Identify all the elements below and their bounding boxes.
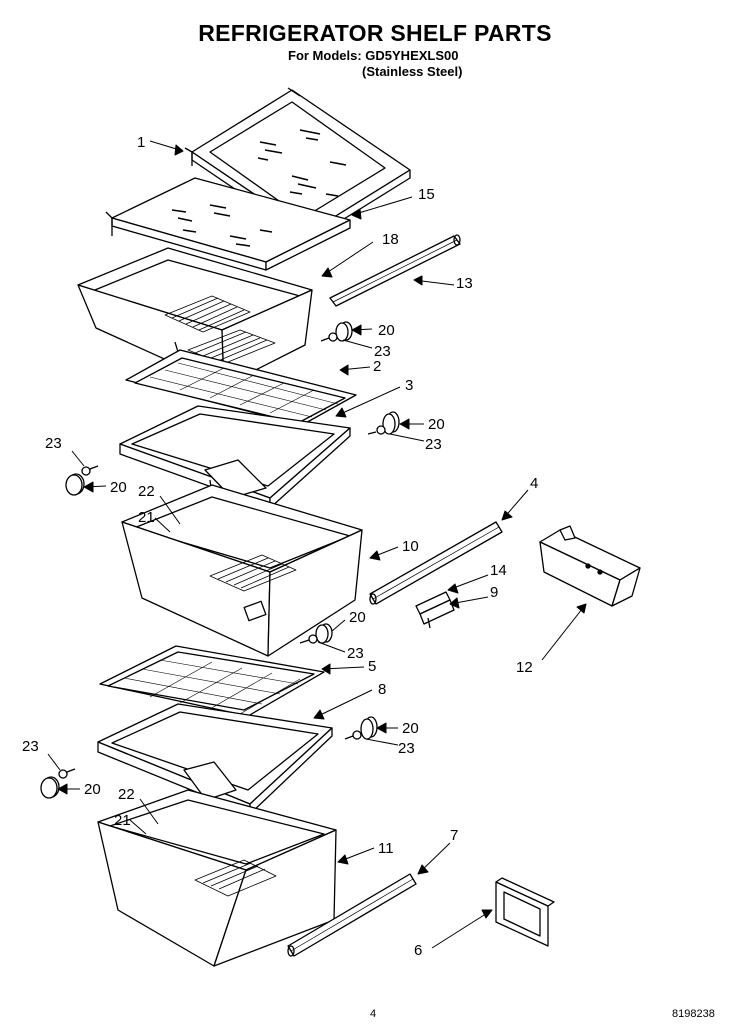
callout-23: 23: [374, 343, 391, 360]
slide-hardware-upper-right: [320, 321, 353, 342]
callout-11: 11: [378, 840, 394, 857]
slide-hardware-upper-left: [65, 465, 99, 496]
callout-21: 21: [114, 812, 131, 829]
trim-bar-part-7: [287, 873, 417, 957]
callout-8: 8: [378, 681, 386, 698]
callout-22: 22: [138, 483, 155, 500]
callout-23: 23: [45, 435, 62, 452]
callout-15: 15: [418, 186, 435, 203]
callout-20: 20: [402, 720, 419, 737]
callout-4: 4: [530, 475, 538, 492]
slide-hardware-lower-left: [40, 768, 76, 799]
callout-23: 23: [347, 645, 364, 662]
crisper-cover-insert-part-5: [99, 645, 325, 717]
page-number: 4: [370, 1008, 377, 1020]
cover-plate-part-6: [495, 877, 555, 947]
callout-20: 20: [84, 781, 101, 798]
door-bin-part-12: [539, 525, 641, 607]
document-number: 8198238: [672, 1008, 715, 1020]
crisper-pan-part-11: [97, 789, 337, 967]
callout-22: 22: [118, 786, 135, 803]
callout-23: 23: [425, 436, 442, 453]
models-line: For Models: GD5YHEXLS00: [288, 48, 459, 63]
bracket-parts-14-9: [415, 591, 455, 629]
crisper-cover-insert-part-2: [125, 349, 357, 426]
callout-20: 20: [378, 322, 395, 339]
callout-13: 13: [456, 275, 473, 292]
callout-21: 21: [138, 509, 155, 526]
trim-bar-part-13: [329, 234, 461, 307]
callout-1: 1: [137, 134, 145, 151]
callout-20: 20: [428, 416, 445, 433]
callout-23: 23: [398, 740, 415, 757]
glass-shelf-part-15: [105, 177, 351, 271]
callout-7: 7: [450, 827, 458, 844]
crisper-pan-part-10: [121, 484, 363, 657]
callout-2: 2: [373, 358, 381, 375]
finish-line: (Stainless Steel): [362, 64, 463, 79]
trim-bar-part-4: [369, 521, 503, 605]
callout-6: 6: [414, 942, 422, 959]
callout-12: 12: [516, 659, 533, 676]
leader-lines: [47, 140, 587, 949]
callout-10: 10: [402, 538, 419, 555]
slide-hardware-lower-right: [344, 716, 378, 740]
slide-hardware-middle-right: [299, 623, 333, 644]
callout-20: 20: [110, 479, 127, 496]
slide-hardware-right-2: [367, 411, 400, 435]
callout-3: 3: [405, 377, 413, 394]
callout-9: 9: [490, 584, 498, 601]
callout-5: 5: [368, 658, 376, 675]
page-title: REFRIGERATOR SHELF PARTS: [198, 20, 552, 46]
callout-18: 18: [382, 231, 399, 248]
callout-20: 20: [349, 609, 366, 626]
callout-labels: 1 15 18 13 20 23 2 3 20 23 23 20 22 21 4…: [22, 134, 538, 959]
callout-23: 23: [22, 738, 39, 755]
callout-14: 14: [490, 562, 507, 579]
